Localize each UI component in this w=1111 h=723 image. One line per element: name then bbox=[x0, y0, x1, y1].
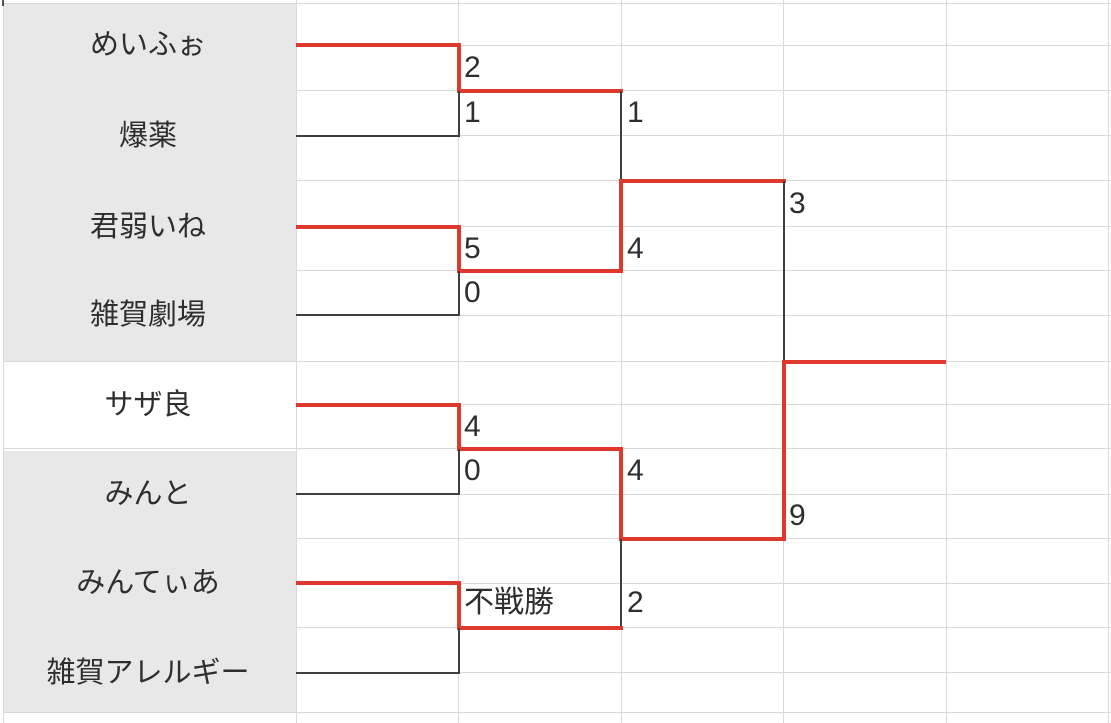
winner-line-m1-drop bbox=[456, 43, 461, 93]
score-final-p1: 3 bbox=[789, 186, 806, 220]
gridline-row bbox=[3, 361, 1111, 362]
winner-line-m4-p1-entry bbox=[296, 581, 461, 585]
score-final-p2: 9 bbox=[789, 499, 806, 532]
loser-line-m1-join bbox=[457, 90, 460, 137]
loser-line-m4-p2-entry bbox=[296, 671, 460, 674]
score-sf1-p2: 4 bbox=[627, 231, 644, 265]
gridline-column bbox=[1107, 0, 1109, 723]
gridline-row bbox=[3, 135, 1111, 136]
score-m1-p2: 1 bbox=[464, 96, 481, 129]
selection-tick bbox=[2, 0, 4, 6]
gridline-row bbox=[3, 672, 1111, 673]
winner-line-m2-p1-entry bbox=[296, 224, 461, 229]
loser-line-sf1-top bbox=[620, 90, 622, 181]
player-name-mintia: みんてぃあ bbox=[76, 567, 220, 599]
score-m3-p1: 4 bbox=[464, 409, 481, 443]
gridline-column bbox=[945, 0, 947, 723]
winner-line-m2-advance bbox=[456, 268, 623, 273]
name-column-shade-bottom bbox=[4, 450, 296, 712]
score-m3-p2: 0 bbox=[464, 454, 481, 487]
player-name-kimiyowaine: 君弱いね bbox=[89, 210, 206, 243]
gridline-column bbox=[295, 0, 297, 723]
loser-line-m4-join bbox=[457, 627, 460, 674]
gridline-row bbox=[3, 180, 1111, 181]
score-sf1-p1: 1 bbox=[627, 96, 644, 129]
gridline-row bbox=[3, 493, 1111, 495]
gridline-column bbox=[620, 0, 622, 723]
gridline-row bbox=[296, 404, 1111, 405]
loser-line-m3-p2-entry bbox=[296, 493, 460, 495]
winner-line-sf2-drop bbox=[619, 446, 623, 541]
player-name-saikagekijo: 雑賀劇場 bbox=[89, 299, 206, 331]
loser-line-m3-join bbox=[457, 448, 460, 495]
score-m1-p1: 2 bbox=[464, 50, 481, 84]
gridline-column bbox=[458, 0, 459, 723]
player-name-bakuyaku: 爆薬 bbox=[118, 119, 177, 152]
loser-line-m1-p2-entry bbox=[296, 134, 460, 137]
winner-line-final-rise bbox=[781, 359, 786, 541]
score-sf2-p1: 4 bbox=[627, 454, 644, 487]
gridline-row bbox=[3, 582, 1111, 584]
score-m2-p2: 0 bbox=[464, 275, 481, 309]
winner-line-m1-advance bbox=[456, 88, 623, 93]
winner-line-m4-advance bbox=[456, 625, 623, 630]
name-column-shade-top bbox=[4, 4, 296, 361]
walkover-label: 不戦勝 bbox=[464, 586, 554, 619]
winner-line-m3-p1-entry bbox=[296, 402, 461, 407]
champion-line bbox=[781, 359, 946, 364]
loser-line-m2-join bbox=[457, 270, 460, 316]
gridline-row bbox=[3, 711, 1111, 713]
gridline-row bbox=[3, 538, 1111, 539]
winner-line-m4-drop bbox=[456, 581, 461, 630]
loser-line-m2-p2-entry bbox=[296, 314, 460, 316]
gridline-column bbox=[2, 0, 4, 723]
score-sf2-p2: 2 bbox=[627, 586, 644, 619]
gridline-row bbox=[3, 226, 1111, 227]
player-name-minto: みんと bbox=[104, 478, 192, 510]
winner-line-sf2-advance bbox=[619, 536, 786, 541]
score-m2-p1: 5 bbox=[464, 231, 481, 265]
player-name-sazara: サザ良 bbox=[104, 388, 192, 421]
player-name-saikaallergy: 雑賀アレルギー bbox=[46, 656, 250, 689]
player-name-meifo: めいふぉ bbox=[89, 29, 206, 61]
loser-line-final-top bbox=[782, 180, 785, 362]
loser-line-sf2-bottom bbox=[620, 538, 622, 628]
winner-line-sf1-rise bbox=[619, 178, 623, 273]
winner-line-m3-advance bbox=[456, 446, 623, 451]
gridline-row bbox=[3, 314, 1111, 316]
gridline-row bbox=[3, 2, 1111, 4]
winner-line-m1-p1-entry bbox=[296, 43, 461, 47]
winner-line-m2-drop bbox=[456, 224, 461, 273]
winner-line-sf1-advance bbox=[619, 178, 786, 183]
gridline-row bbox=[3, 44, 1111, 46]
winner-line-m3-drop bbox=[456, 402, 461, 451]
